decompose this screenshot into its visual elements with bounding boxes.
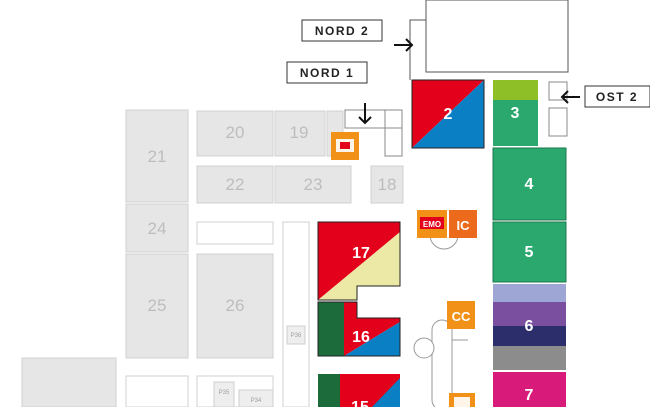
pavilion-p36[interactable] bbox=[286, 325, 306, 345]
hall-2-border bbox=[411, 79, 485, 149]
hall-6-lavender[interactable] bbox=[493, 284, 566, 302]
entrance-nord1-label: NORD 1 bbox=[300, 66, 354, 80]
hall-2-label: 2 bbox=[444, 106, 453, 123]
ost2-gate-box-b bbox=[548, 107, 568, 137]
north-connector bbox=[409, 19, 426, 80]
hall-18-label: 18 bbox=[378, 175, 397, 194]
hall-16-blue bbox=[344, 322, 400, 356]
hall-6-label: 6 bbox=[525, 318, 534, 335]
hall-5[interactable] bbox=[492, 221, 567, 283]
hall-24-label: 24 bbox=[148, 219, 167, 238]
hall-15-blue bbox=[372, 378, 400, 407]
hall-grey-band bbox=[493, 346, 566, 370]
walkway-block bbox=[196, 221, 274, 245]
hall-22-label: 22 bbox=[226, 175, 245, 194]
hall-21[interactable] bbox=[125, 109, 189, 203]
hall-6[interactable] bbox=[493, 302, 566, 326]
hall-2[interactable]: 2 bbox=[411, 79, 485, 149]
hall-26-label: 26 bbox=[226, 296, 245, 315]
pavilion-p35-label: P35 bbox=[219, 390, 230, 396]
hall-3[interactable] bbox=[493, 100, 538, 146]
emo-icon-band bbox=[420, 217, 444, 229]
hall-25[interactable] bbox=[125, 253, 189, 359]
entrances: NORD 2 NORD 1 OST 2 bbox=[286, 19, 650, 125]
central-halls: 17 16 15 bbox=[317, 221, 401, 407]
hall-4-label: 4 bbox=[525, 176, 534, 193]
ic-icon[interactable] bbox=[449, 210, 477, 238]
pavilion-p34[interactable] bbox=[238, 389, 274, 407]
pavilion-p34-label: P34 bbox=[251, 398, 262, 404]
emo-icon-label: EMO bbox=[423, 220, 441, 229]
hall-16-dark-green bbox=[318, 302, 344, 356]
rotunda-round-building bbox=[413, 337, 435, 359]
hall-21-label: 21 bbox=[148, 147, 167, 166]
hall-22[interactable] bbox=[196, 165, 274, 204]
hall-16[interactable]: 16 bbox=[317, 301, 401, 357]
hall-5-label: 5 bbox=[525, 244, 534, 261]
hall-24[interactable] bbox=[125, 203, 189, 253]
nord1-gate-box-a bbox=[384, 109, 403, 129]
hall-19-label: 19 bbox=[290, 123, 309, 142]
arrow-left-icon bbox=[560, 90, 580, 104]
pavilion-p36-label: P36 bbox=[291, 333, 302, 339]
building-north-large bbox=[425, 0, 569, 73]
hall-25-label: 25 bbox=[148, 296, 167, 315]
hall-17-red bbox=[318, 222, 400, 300]
ic-icon-label: IC bbox=[457, 218, 471, 233]
hall-17-label: 17 bbox=[352, 245, 370, 262]
arrow-down-icon bbox=[358, 103, 372, 125]
entrance-ost2-label: OST 2 bbox=[596, 90, 638, 104]
hall-18[interactable] bbox=[370, 165, 404, 204]
hall-17-border bbox=[317, 221, 401, 301]
nord1-gate-box-b bbox=[384, 127, 403, 157]
corridor-vertical bbox=[282, 221, 310, 407]
hall-16-red bbox=[344, 302, 400, 356]
pavilion-p35[interactable] bbox=[213, 381, 235, 407]
entrance-nord1-box[interactable] bbox=[286, 61, 368, 84]
north-structures bbox=[344, 0, 569, 157]
hall-19[interactable] bbox=[274, 110, 326, 157]
hall-20-label: 20 bbox=[226, 123, 245, 142]
entrance-ost2-box[interactable] bbox=[584, 85, 650, 108]
hall-3-lime[interactable] bbox=[493, 80, 538, 100]
hall-20[interactable] bbox=[196, 110, 274, 157]
grey-halls: 21 24 25 20 19 22 23 18 26 P36 P35 P34 bbox=[21, 109, 404, 407]
east-halls: 3 4 5 6 7 bbox=[492, 80, 567, 407]
cc-icon-label: CC bbox=[452, 309, 471, 324]
service-point-icon-south-inner bbox=[454, 397, 470, 407]
hall-4[interactable] bbox=[492, 147, 567, 221]
hall-26[interactable] bbox=[196, 253, 274, 359]
service-point-icon-nord1-mark bbox=[340, 142, 350, 149]
rotunda-ic bbox=[429, 234, 459, 250]
hall-15-dark-green bbox=[318, 374, 340, 407]
hall-7[interactable] bbox=[493, 372, 566, 407]
hall-bottom-left-far bbox=[21, 357, 117, 407]
service-icons: EMO IC CC bbox=[331, 132, 477, 407]
hall-15[interactable]: 15 bbox=[318, 374, 400, 407]
hall-23-label: 23 bbox=[304, 175, 323, 194]
hall-16-label: 16 bbox=[352, 329, 370, 346]
hall-17-cream bbox=[318, 232, 400, 300]
hall-2-blue bbox=[412, 80, 484, 148]
hall-23[interactable] bbox=[274, 165, 352, 204]
hall-15-label: 15 bbox=[351, 399, 369, 407]
hall-6-navy[interactable] bbox=[493, 326, 566, 346]
entrance-nord2-label: NORD 2 bbox=[315, 24, 369, 38]
hall-7-label: 7 bbox=[525, 387, 534, 404]
hall-17[interactable]: 17 bbox=[317, 221, 401, 301]
hall-16-border bbox=[317, 301, 401, 357]
entrance-nord2-box[interactable] bbox=[301, 19, 383, 42]
arrow-right-icon bbox=[394, 38, 414, 52]
hall-bottom-left bbox=[125, 375, 189, 407]
cc-icon[interactable] bbox=[447, 301, 475, 329]
hall-3-label: 3 bbox=[511, 105, 520, 122]
